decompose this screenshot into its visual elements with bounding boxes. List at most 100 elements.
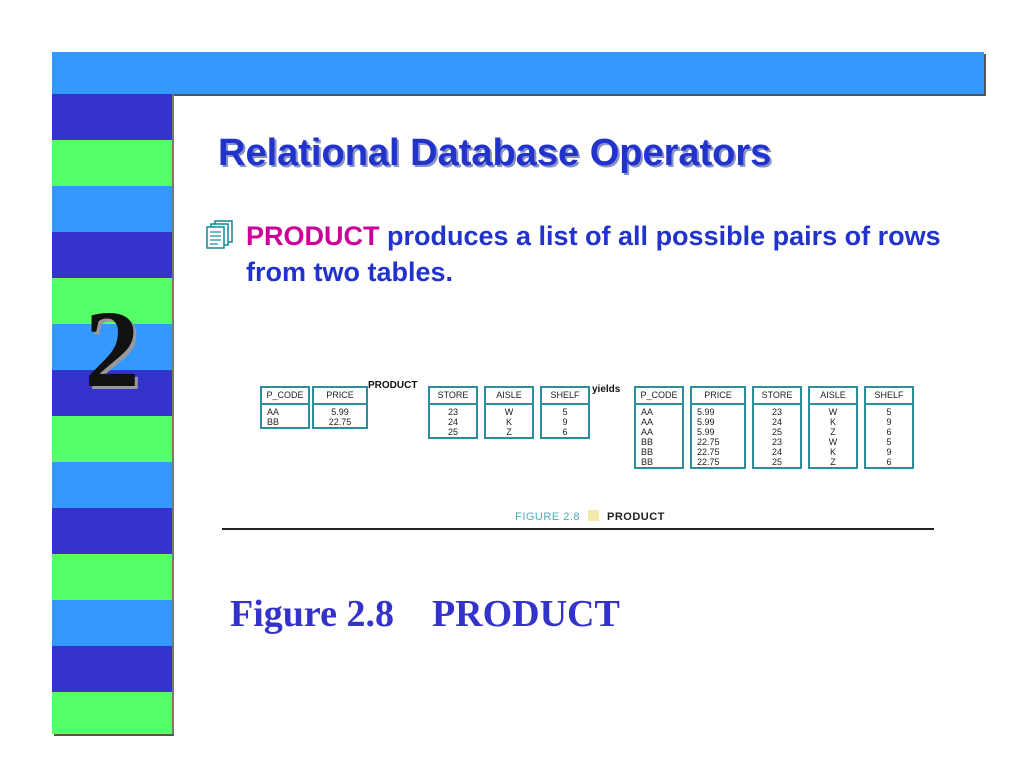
table-cell: 23 [447,407,458,417]
caption-label: FIGURE 2.8 [515,511,580,523]
table-cell: 5 [886,407,892,417]
stripe-band [52,416,172,462]
table-cell: 22.75 [328,417,352,427]
table-cell: 6 [562,427,568,437]
figure-title: Figure 2.8 PRODUCT [230,593,620,635]
table-cell: 22.75 [697,447,720,457]
product-operator-label: PRODUCT [368,380,418,391]
table-cell: 22.75 [697,437,720,447]
table-cell: AA [267,407,280,417]
stripe-band [52,140,172,186]
chapter-badge: 2 [84,288,140,410]
table-cell: 5.99 [331,407,349,417]
table-cell: BB [641,457,654,467]
table-cell: K [829,417,836,427]
table-cell: 5 [886,437,892,447]
column-header: SHELF [866,388,912,405]
figure-caption: FIGURE 2.8 PRODUCT [250,510,930,523]
horizontal-rule [222,528,934,530]
stripe-band [52,324,172,370]
stripe-band [52,508,172,554]
table-cell: 5.99 [697,427,715,437]
caption-marker [588,510,599,521]
bullet-keyword: PRODUCT [246,221,380,251]
table-cell: W [828,437,838,447]
table-cell: 25 [771,427,782,437]
top-accent-bar [52,52,984,94]
table-cell: W [828,407,838,417]
column-header: STORE [430,388,476,405]
column-header: P_CODE [636,388,682,405]
table-cell: K [829,447,836,457]
table-cell: K [505,417,512,427]
table-cell: Z [830,427,836,437]
table-cell: 5.99 [697,407,715,417]
column-header: PRICE [314,388,366,405]
stripe-band [52,600,172,646]
table-cell: 25 [771,457,782,467]
table-cell: 24 [447,417,458,427]
stripe-band [52,554,172,600]
table-cell: 9 [886,447,892,457]
column-header: P_CODE [262,388,308,405]
table-cell: 6 [886,457,892,467]
table-cell: 22.75 [697,457,720,467]
stripe-band [52,646,172,692]
table-cell: 9 [886,417,892,427]
column-header: STORE [754,388,800,405]
stripe-band [52,692,172,734]
stripe-band [52,232,172,278]
stripe-band [52,370,172,416]
table-cell: 5 [562,407,568,417]
column-header: SHELF [542,388,588,405]
document-stack-icon [206,220,233,249]
caption-name: PRODUCT [607,511,665,523]
left-stripe-panel [52,94,172,734]
bullet-text: PRODUCT produces a list of all possible … [246,218,946,290]
table-cell: 5.99 [697,417,715,427]
column-header: PRICE [692,388,744,405]
stripe-band [52,94,172,140]
table-cell: Z [506,427,512,437]
column-header: AISLE [810,388,856,405]
column-header: AISLE [486,388,532,405]
table-cell: AA [641,427,654,437]
table-cell: AA [641,407,654,417]
table-cell: BB [641,437,654,447]
table-cell: W [504,407,514,417]
slide-title: Relational Database Operators [218,132,772,174]
stripe-band [52,278,172,324]
table-cell: 23 [771,437,782,447]
table-cell: AA [641,417,654,427]
table-cell: BB [267,417,280,427]
table-cell: Z [830,457,836,467]
table-cell: 9 [562,417,568,427]
vertical-divider [172,94,174,734]
table-cell: BB [641,447,654,457]
bullet-body: produces a list of all possible pairs of… [246,221,941,287]
table-cell: 24 [771,417,782,427]
stripe-band [52,186,172,232]
table-cell: 24 [771,447,782,457]
table-cell: 6 [886,427,892,437]
yields-label: yields [592,384,621,395]
